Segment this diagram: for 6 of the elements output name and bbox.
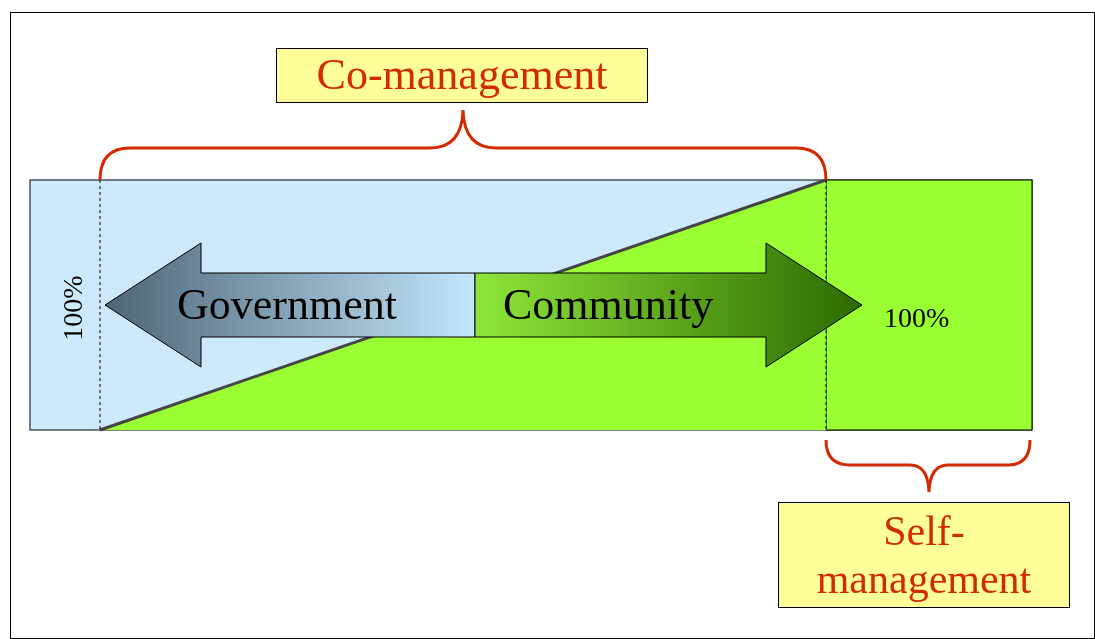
arrow-label: Community <box>503 279 714 330</box>
term-box: Self-management <box>778 502 1070 608</box>
arrow-label: Government <box>177 279 397 330</box>
percent-label: 100% <box>56 275 89 341</box>
percent-label: 100% <box>884 302 950 334</box>
term-box: Co-management <box>276 48 648 103</box>
